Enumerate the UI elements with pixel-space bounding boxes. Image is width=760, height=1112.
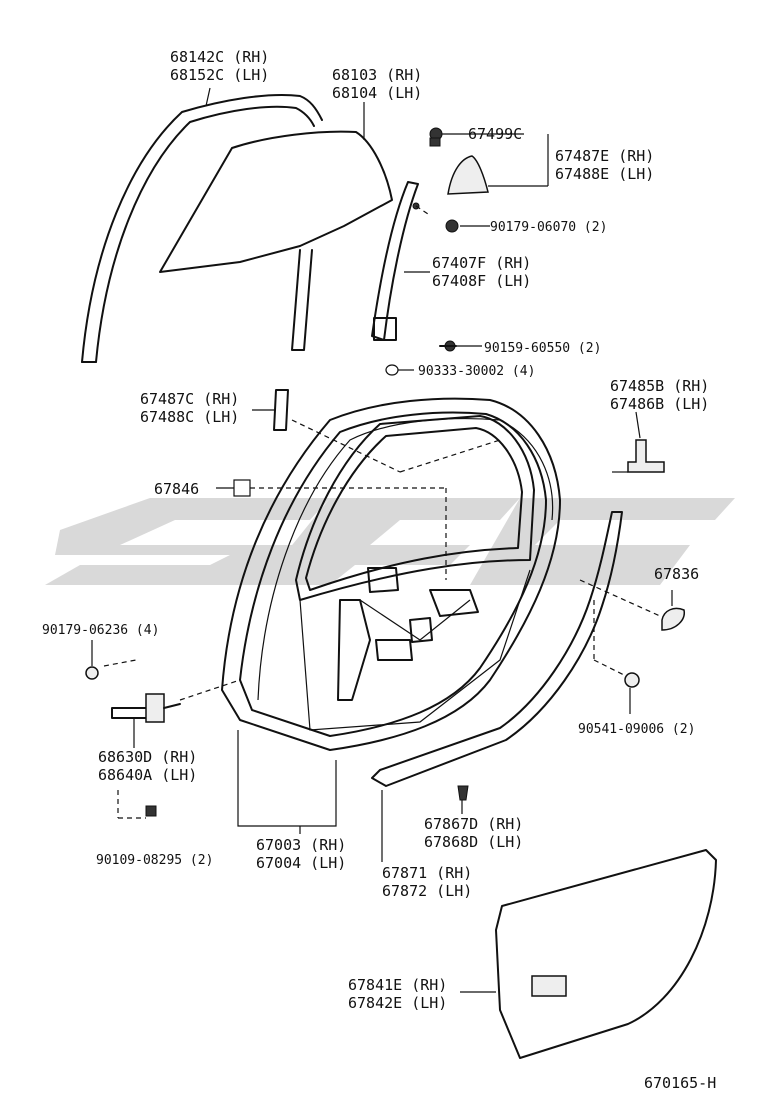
label-67408f: 67408F (LH): [432, 272, 531, 290]
label-90109-08295: 90109-08295 (2): [96, 853, 213, 868]
stopper-67485b: [627, 439, 665, 473]
run-channel-68142c: [81, 93, 323, 363]
label-90333-30002: 90333-30002 (4): [418, 364, 535, 379]
label-90179-06070: 90179-06070 (2): [490, 220, 607, 235]
nut-90179-06236: [85, 666, 99, 680]
watermark-logo: [45, 498, 735, 585]
label-67868d: 67868D (LH): [424, 833, 523, 851]
label-68630d: 68630D (RH): [98, 748, 197, 766]
plug-90333-30002: [385, 364, 399, 376]
label-67872: 67872 (LH): [382, 882, 472, 900]
label-68640a: 68640A (LH): [98, 766, 197, 784]
cushion-90541: [624, 672, 640, 688]
dashed-leaders: [103, 205, 661, 819]
label-67836: 67836: [654, 565, 699, 583]
cover-67836: [661, 607, 685, 631]
label-67486b: 67486B (LH): [610, 395, 709, 413]
label-68152c: 68152C (LH): [170, 66, 269, 84]
nut-90179-06070: [412, 202, 459, 233]
part-67846: [233, 479, 251, 497]
screw-90159-60550: [439, 340, 457, 352]
label-67841e: 67841E (RH): [348, 976, 447, 994]
label-67004: 67004 (LH): [256, 854, 346, 872]
label-67488e: 67488E (LH): [555, 165, 654, 183]
label-90159-60550: 90159-60550 (2): [484, 341, 601, 356]
hole-cover-67841e: [495, 849, 717, 1059]
label-67499c: 67499C: [468, 125, 522, 143]
label-67003: 67003 (RH): [256, 836, 346, 854]
label-67485b: 67485B (RH): [610, 377, 709, 395]
label-68142c: 68142C (RH): [170, 48, 269, 66]
label-67407f: 67407F (RH): [432, 254, 531, 272]
label-67871: 67871 (RH): [382, 864, 472, 882]
label-68104: 68104 (LH): [332, 84, 422, 102]
label-67487c: 67487C (RH): [140, 390, 239, 408]
leader-lines: [91, 87, 673, 993]
label-67488c: 67488C (LH): [140, 408, 239, 426]
division-bar-67407f: [371, 181, 419, 341]
diagram-code: 670165-H: [644, 1074, 716, 1092]
label-90541-09006: 90541-09006 (2): [578, 722, 695, 737]
door-panel-67003: [221, 397, 561, 751]
clip-67867d: [457, 785, 469, 801]
label-90179-06236: 90179-06236 (4): [42, 623, 159, 638]
door-check-68630d: [111, 693, 181, 723]
weatherstrip-67871: [371, 511, 623, 787]
part-labels: 68142C (RH) 68152C (LH) 68103 (RH) 68104…: [42, 48, 716, 1092]
cover-67487e: [447, 155, 489, 195]
clip-67499c: [429, 127, 443, 147]
label-67842e: 67842E (LH): [348, 994, 447, 1012]
strip-67487c: [273, 389, 289, 431]
label-67487e: 67487E (RH): [555, 147, 654, 165]
label-67867d: 67867D (RH): [424, 815, 523, 833]
bolt-90109-08295: [145, 805, 157, 817]
label-68103: 68103 (RH): [332, 66, 422, 84]
label-67846: 67846: [154, 480, 199, 498]
door-glass-68103: [159, 130, 393, 351]
